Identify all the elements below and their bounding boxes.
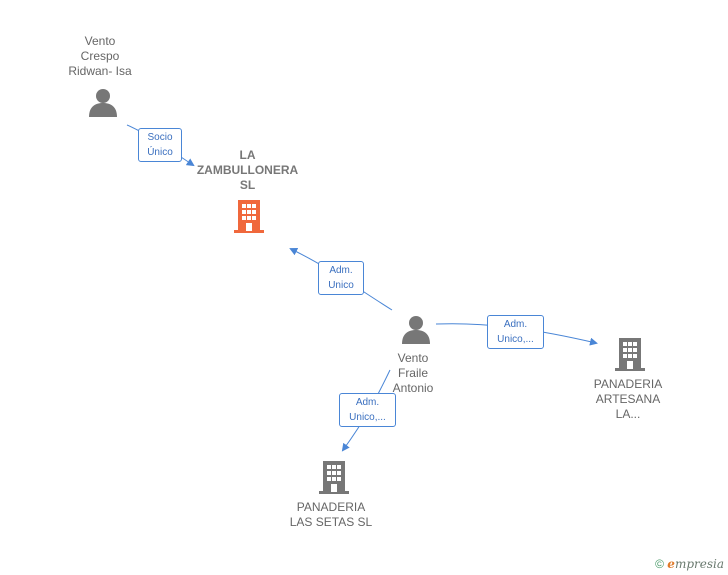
edge-label-socio-unico[interactable]: Socio Único [138, 128, 182, 162]
copyright-symbol: © [655, 557, 664, 571]
company-name-setas[interactable]: PANADERIA LAS SETAS SL [289, 500, 373, 529]
building-icon[interactable] [318, 460, 350, 495]
edge-label-adm-unico-artesana[interactable]: Adm. Unico,... [487, 315, 544, 349]
person-name-crespo[interactable]: Vento Crespo Ridwan- Isa [68, 34, 132, 78]
building-icon[interactable] [614, 337, 646, 372]
empresia-logo[interactable]: empresia [667, 557, 724, 571]
footer-credit: © empresia [655, 557, 724, 571]
company-name-zambullonera[interactable]: LA ZAMBULLONERA SL [196, 148, 299, 192]
edge-label-adm-unico-setas[interactable]: Adm. Unico,... [339, 393, 396, 427]
edge-label-adm-unico[interactable]: Adm. Unico [318, 261, 364, 295]
company-name-artesana[interactable]: PANADERIA ARTESANA LA... [593, 377, 663, 421]
person-icon[interactable] [401, 315, 431, 345]
person-name-fraile[interactable]: Vento Fraile Antonio [392, 351, 434, 395]
building-icon[interactable] [233, 199, 265, 234]
person-icon[interactable] [88, 88, 118, 118]
